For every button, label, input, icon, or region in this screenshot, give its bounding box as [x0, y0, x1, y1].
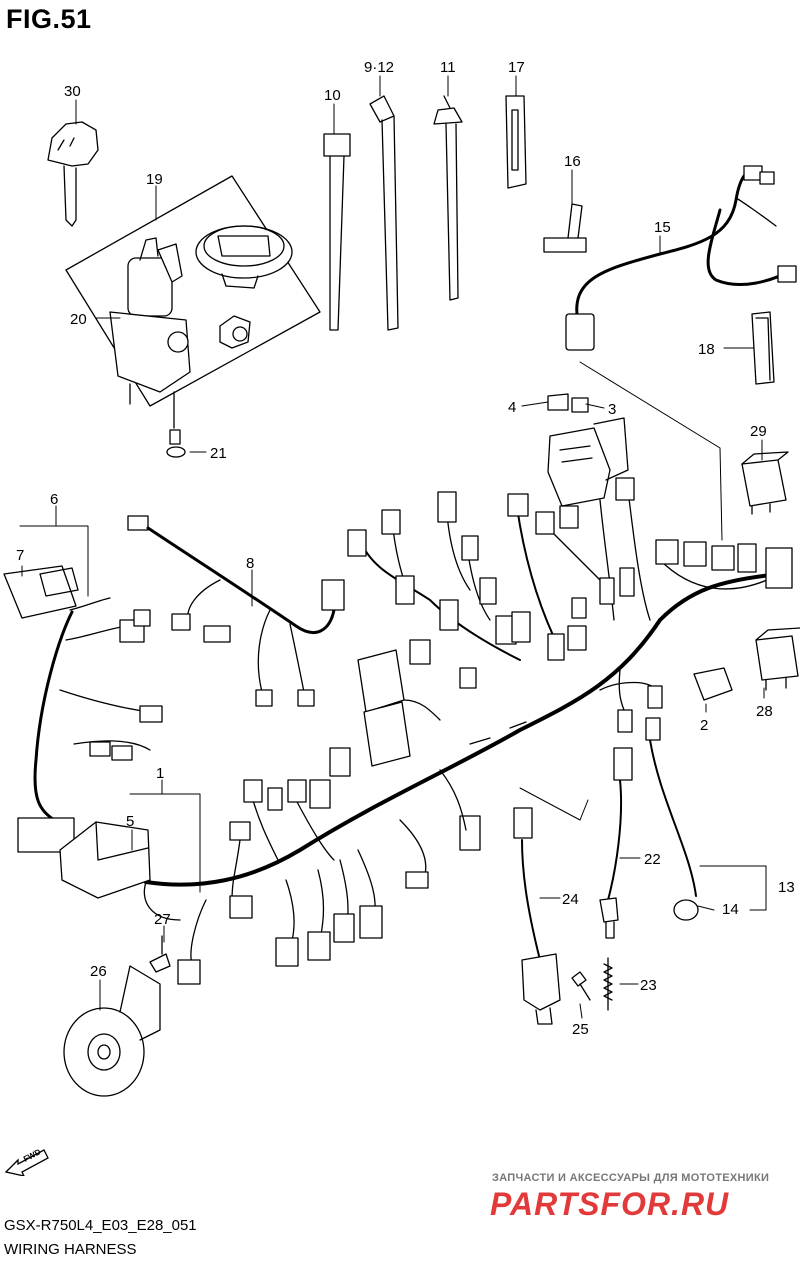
- screw-part-21: [166, 391, 186, 458]
- callout-7: 7: [16, 547, 24, 564]
- callout-1: 1: [156, 765, 164, 782]
- horn-part-26: [63, 965, 161, 1097]
- seat-lock-cylinder: [219, 315, 251, 349]
- callout-14: 14: [722, 901, 739, 918]
- cable-tie-part-10: [323, 133, 351, 331]
- sensor-part-14: [599, 669, 699, 921]
- figure-code: GSX-R750L4_E03_E28_051: [4, 1217, 197, 1234]
- callout-25: 25: [572, 1021, 589, 1038]
- bolt-part-25: [571, 971, 591, 1001]
- leader-lines: [19, 75, 767, 1019]
- bracket-part-18: [751, 311, 775, 385]
- fuel-cap-lock: [195, 225, 293, 289]
- fwd-arrow-icon: [4, 1149, 49, 1177]
- callout-9-12: 9·12: [364, 59, 394, 76]
- callout-18: 18: [698, 341, 715, 358]
- main-harness-part-1: [143, 477, 793, 985]
- callout-21: 21: [210, 445, 227, 462]
- fuse-part-3: [571, 397, 589, 413]
- callout-10: 10: [324, 87, 341, 104]
- callout-28: 28: [756, 703, 773, 720]
- callout-19: 19: [146, 171, 163, 188]
- clip-tie-part-11: [433, 95, 463, 301]
- callout-27: 27: [154, 911, 171, 928]
- watermark-tagline: ЗАПЧАСТИ И АКСЕССУАРЫ ДЛЯ МОТОТЕХНИКИ: [492, 1172, 770, 1184]
- callout-23: 23: [640, 977, 657, 994]
- sub-harness-part-8: [127, 515, 345, 707]
- callout-8: 8: [246, 555, 254, 572]
- spring-part-23: [603, 957, 613, 1011]
- side-stand-switch-part-24: [513, 807, 561, 1025]
- clamp-part-16: [543, 203, 587, 253]
- relay-part-28: [755, 627, 800, 691]
- fuse-part-4: [547, 393, 569, 411]
- ignition-switch-part-20: [109, 237, 191, 405]
- callout-16: 16: [564, 153, 581, 170]
- cap-part-2: [693, 667, 733, 701]
- callout-6: 6: [50, 491, 58, 508]
- sub-harness-part-6: [3, 565, 163, 853]
- callout-24: 24: [562, 891, 579, 908]
- callout-3: 3: [608, 401, 616, 418]
- band-part-17: [505, 95, 527, 189]
- callout-26: 26: [90, 963, 107, 980]
- watermark-logo: PARTSFOR.RU: [490, 1186, 730, 1222]
- callout-20: 20: [70, 311, 87, 328]
- ignition-key-part-30: [47, 121, 99, 227]
- callout-22: 22: [644, 851, 661, 868]
- figure-name: WIRING HARNESS: [4, 1241, 137, 1258]
- figure-title: FIG.51: [6, 4, 92, 34]
- fwd-arrow: FWD: [4, 1142, 50, 1177]
- ignition-set-group-box: [65, 175, 321, 407]
- relay-part-29: [741, 451, 789, 515]
- sub-harness-part-15: [565, 165, 797, 351]
- callout-4: 4: [508, 399, 516, 416]
- sensor-lead-part-22: [599, 747, 633, 939]
- callout-30: 30: [64, 83, 81, 100]
- module-part-5: [59, 821, 151, 899]
- fuse-box: [547, 417, 629, 507]
- callout-13: 13: [778, 879, 795, 896]
- bolt-part-27: [149, 935, 171, 973]
- callout-15: 15: [654, 219, 671, 236]
- callout-5: 5: [126, 813, 134, 830]
- callout-11: 11: [440, 59, 456, 76]
- cable-tie-part-9-12: [369, 95, 399, 331]
- callout-17: 17: [508, 59, 525, 76]
- callout-29: 29: [750, 423, 767, 440]
- callout-2: 2: [700, 717, 708, 734]
